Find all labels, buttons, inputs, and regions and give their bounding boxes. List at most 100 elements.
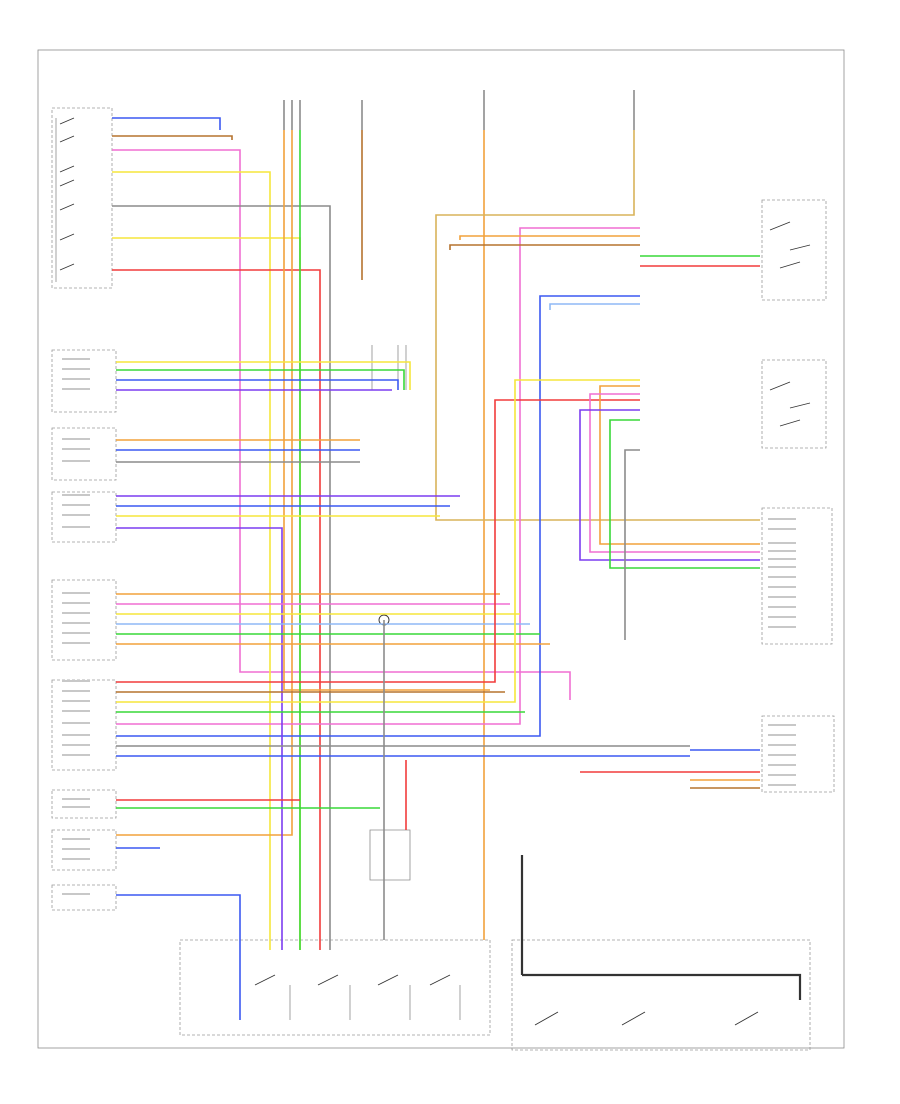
label-placeholder-mark	[768, 566, 796, 568]
label-placeholder-mark	[62, 368, 90, 370]
wire-blue	[116, 295, 640, 737]
wire-orange	[599, 385, 760, 545]
label-placeholder-mark	[62, 680, 90, 682]
left-switch-box	[51, 107, 113, 289]
label-placeholder-mark	[62, 504, 90, 506]
left-connector-box-7	[51, 829, 117, 871]
wire-blue	[112, 117, 221, 130]
label-placeholder-mark	[62, 893, 90, 895]
label-placeholder-mark	[62, 514, 90, 516]
label-placeholder-mark	[62, 744, 90, 746]
label-placeholder-mark	[768, 616, 796, 618]
wire-yellow	[116, 361, 411, 390]
label-placeholder-mark	[62, 358, 90, 360]
label-placeholder-mark	[62, 602, 90, 604]
label-placeholder-mark	[62, 806, 90, 808]
label-placeholder-mark	[768, 626, 796, 628]
right-connector-box	[761, 507, 833, 645]
fuse-block-1	[283, 100, 301, 130]
diagram-frame	[37, 49, 845, 1049]
wire-purple	[579, 409, 760, 561]
wire-yellow	[116, 379, 640, 703]
label-placeholder-mark	[62, 632, 90, 634]
label-placeholder-mark	[62, 722, 90, 724]
label-placeholder-mark	[62, 754, 90, 756]
fuse-blocks	[283, 90, 635, 130]
wire-yellow	[112, 171, 271, 950]
right-lower-connector-box	[761, 715, 835, 793]
left-switch-contacts	[55, 117, 75, 282]
wire-orange	[283, 130, 490, 691]
wire-gray	[112, 205, 331, 950]
left-connector-box-5	[51, 679, 117, 771]
right-switch-symbols	[769, 221, 811, 427]
label-placeholder-mark	[768, 596, 796, 598]
label-placeholder-mark	[768, 754, 796, 756]
label-placeholder-mark	[62, 848, 90, 850]
label-placeholder-mark	[62, 388, 90, 390]
wire-pink	[112, 149, 571, 700]
left-connector-box-2	[51, 427, 117, 481]
label-placeholder-mark	[768, 764, 796, 766]
label-placeholder-mark	[62, 838, 90, 840]
label-placeholder-mark	[62, 700, 90, 702]
wire-group	[112, 117, 760, 1020]
wire-green	[609, 419, 760, 569]
driver-seat-switch-box	[761, 199, 827, 301]
left-connector-box-8	[51, 884, 117, 911]
left-connector-box-6	[51, 789, 117, 819]
label-placeholder-mark	[768, 784, 796, 786]
label-placeholder-mark	[768, 586, 796, 588]
label-placeholder-mark	[62, 690, 90, 692]
wire-brown	[449, 244, 640, 250]
label-placeholder-mark	[768, 724, 796, 726]
label-placeholder-mark	[62, 378, 90, 380]
label-placeholder-mark	[62, 622, 90, 624]
passenger-seat-switch-box	[761, 359, 827, 449]
label-placeholder-mark	[768, 576, 796, 578]
label-placeholder-mark	[768, 774, 796, 776]
bottom-left-switches	[239, 974, 461, 1020]
wire-blue	[116, 894, 241, 1020]
label-placeholder-mark	[768, 528, 796, 530]
left-connector-box-3	[51, 491, 117, 543]
label-placeholder-mark	[62, 438, 90, 440]
wire-pink	[589, 393, 760, 553]
label-placeholder-mark	[768, 744, 796, 746]
wire-blue	[116, 379, 399, 390]
wire-purple	[116, 527, 283, 950]
left-connector-box-1	[51, 349, 117, 413]
label-placeholder-mark	[62, 526, 90, 528]
left-components	[51, 107, 117, 911]
label-placeholder-mark	[62, 612, 90, 614]
left-connector-box-4	[51, 579, 117, 661]
label-placeholder-mark	[62, 858, 90, 860]
bottom-left-module-box	[179, 939, 491, 1036]
center-connector-symbols	[369, 345, 411, 881]
label-placeholder-mark	[768, 606, 796, 608]
wire-tan	[435, 130, 760, 521]
wire-lightblue	[549, 303, 640, 310]
label-placeholder-mark	[62, 592, 90, 594]
label-placeholder-mark	[62, 494, 90, 496]
label-placeholder-mark	[768, 518, 796, 520]
label-placeholder-mark	[62, 642, 90, 644]
label-placeholder-mark	[62, 448, 90, 450]
label-placeholder-mark	[768, 558, 796, 560]
wire-orange	[459, 235, 640, 240]
label-placeholder-mark	[62, 460, 90, 462]
label-placeholder-mark	[768, 734, 796, 736]
label-marks	[62, 358, 796, 895]
wire-red	[116, 399, 640, 683]
bottom-right-module-box	[511, 939, 811, 1051]
label-placeholder-mark	[62, 734, 90, 736]
wire-brown	[112, 135, 233, 140]
label-placeholder-mark	[768, 542, 796, 544]
bottom-right-switches	[520, 855, 802, 1026]
label-placeholder-mark	[62, 710, 90, 712]
right-components	[179, 199, 835, 1051]
wire-orange	[116, 130, 293, 836]
wire-gray	[624, 449, 640, 640]
wire-green	[116, 369, 405, 390]
